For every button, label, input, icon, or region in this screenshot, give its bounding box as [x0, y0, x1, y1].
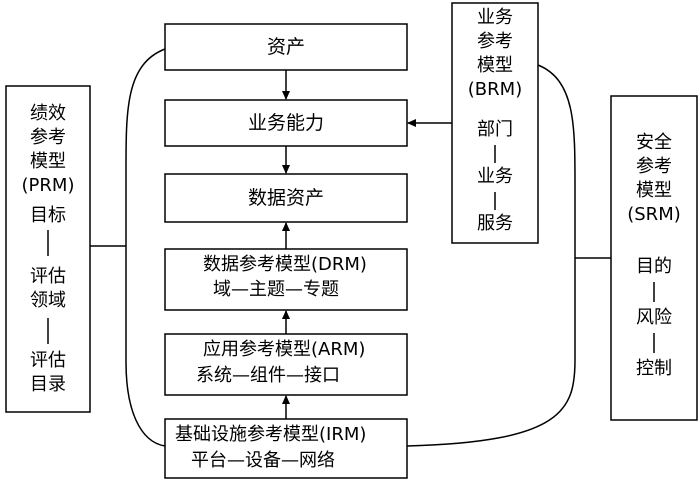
srm-item-risk: 风险 [636, 307, 672, 328]
brm-item-service: 服务 [477, 213, 513, 234]
capability-label: 业务能力 [247, 112, 324, 134]
brm-line-4: (BRM) [467, 79, 523, 100]
brm-line-2: 参考 [477, 31, 513, 52]
prm-item-assess-2: 评估 [30, 350, 66, 371]
drm-title: 数据参考模型(DRM) [203, 254, 367, 275]
srm-line-3: 模型 [636, 180, 672, 201]
prm-item-goal: 目标 [30, 205, 66, 226]
prm-item-domain: 领域 [30, 290, 66, 311]
drm-sub: 域—主题—专题 [213, 279, 339, 300]
arm-sub: 系统—组件—接口 [196, 365, 340, 386]
prm-line-1: 绩效 [30, 103, 66, 124]
prm-item-catalog: 目录 [30, 374, 66, 395]
prm-item-assess-1: 评估 [30, 266, 66, 287]
irm-sub: 平台—设备—网络 [191, 450, 335, 471]
arm-title: 应用参考模型(ARM) [203, 339, 366, 360]
srm-line-4: (SRM) [627, 204, 681, 225]
brm-line-3: 模型 [477, 55, 513, 76]
prm-line-2: 参考 [30, 127, 66, 148]
brm-line-1: 业务 [477, 7, 513, 28]
prm-line-4: (PRM) [21, 175, 75, 196]
assets-label: 资产 [266, 36, 305, 58]
prm-line-3: 模型 [30, 151, 66, 172]
left-brace [125, 48, 166, 447]
right-brace [406, 64, 576, 447]
srm-item-control: 控制 [636, 358, 672, 379]
srm-item-purpose: 目的 [636, 256, 672, 277]
brm-item-dept: 部门 [477, 119, 513, 140]
data-assets-label: 数据资产 [247, 187, 324, 209]
prm-box [5, 85, 91, 413]
srm-line-2: 参考 [636, 156, 672, 177]
irm-title: 基础设施参考模型(IRM) [175, 424, 367, 445]
srm-line-1: 安全 [636, 132, 672, 153]
brm-item-business: 业务 [477, 166, 513, 187]
